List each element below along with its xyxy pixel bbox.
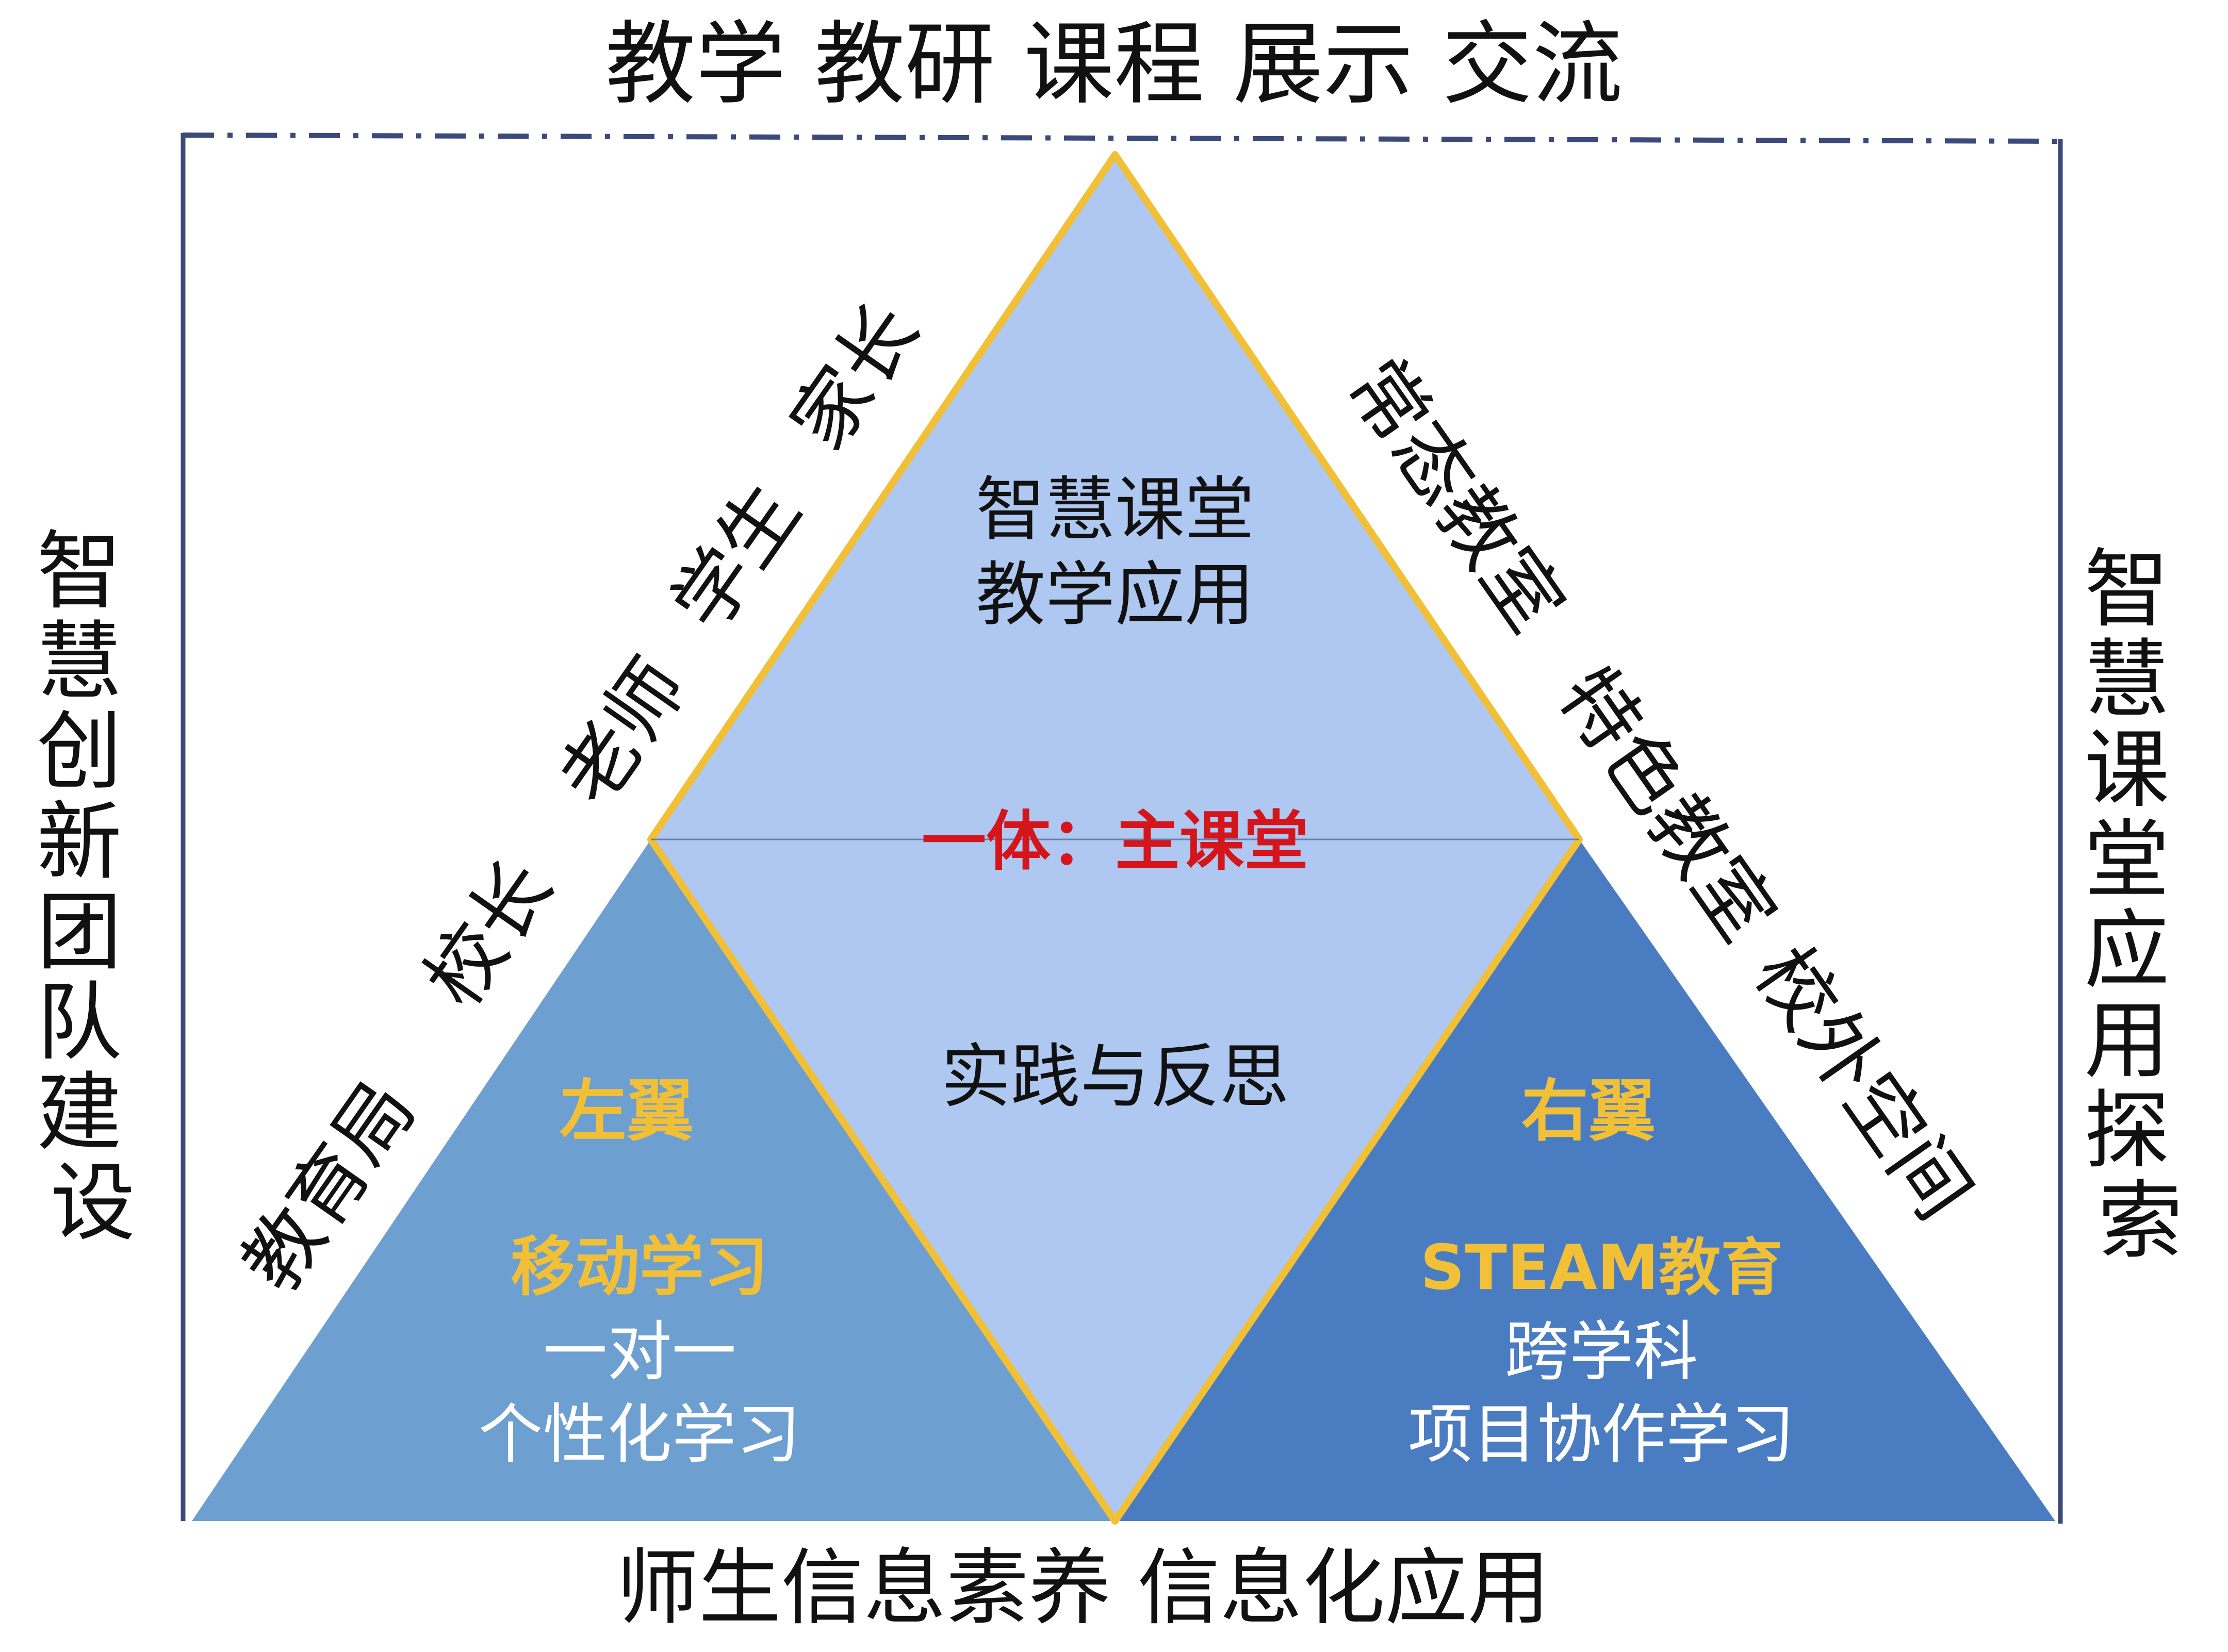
right-title-char: 课 — [2084, 720, 2169, 819]
frame — [181, 133, 2063, 1524]
right-title-char: 慧 — [2084, 630, 2169, 729]
left-edge-label-parent: 家长 — [774, 288, 937, 466]
right-title-char: 索 — [2098, 1171, 2183, 1270]
right-wing-triangle — [1115, 839, 2055, 1521]
left-title-char: 设 — [51, 1153, 136, 1252]
left-title-char: 队 — [37, 973, 122, 1072]
right-wing-line1: 跨学科 — [1505, 1315, 1698, 1390]
left-wing-line2: 个性化学习 — [479, 1397, 801, 1472]
left-wing-subtitle: 移动学习 — [511, 1230, 768, 1304]
top-caption: 教学 教研 课程 展示 交流 — [605, 12, 1623, 117]
left-title-char: 团 — [37, 883, 122, 982]
right-title-char: 应 — [2084, 901, 2169, 1000]
left-title-char: 建 — [37, 1063, 122, 1162]
left-edge-label-student: 学生 — [656, 468, 818, 647]
center-top-line1: 智慧课堂 — [976, 469, 1254, 550]
right-title-char: 智 — [2084, 540, 2169, 639]
right-side-title: 智 慧 课 堂 应 用 探 索 — [2084, 540, 2196, 1270]
frame-top-dashdot — [183, 133, 2061, 144]
center-diamond — [647, 151, 1583, 1525]
right-wing-subtitle: STEAM教育 — [1420, 1232, 1783, 1304]
left-side-title: 智 慧 创 新 团 队 建 设 — [37, 522, 149, 1252]
center-top-line2: 教学应用 — [976, 554, 1254, 635]
right-title-char: 堂 — [2084, 811, 2169, 910]
left-title-char: 新 — [37, 792, 122, 891]
left-wing-title: 左翼 — [560, 1072, 694, 1150]
right-title-char: 探 — [2084, 1081, 2169, 1180]
bottom-caption: 师生信息素养 信息化应用 — [616, 1540, 1550, 1636]
left-title-char: 慧 — [37, 612, 122, 711]
center-middle-label: 实践与反思 — [941, 1036, 1289, 1117]
right-wing-title: 右翼 — [1521, 1072, 1656, 1150]
center-core-label: 一体：主课堂 — [922, 804, 1308, 879]
right-title-char: 用 — [2084, 991, 2169, 1090]
left-title-char: 智 — [37, 522, 122, 621]
right-wing-line2: 项目协作学习 — [1408, 1397, 1795, 1472]
left-wing-line1: 一对一 — [543, 1315, 736, 1390]
left-title-char: 创 — [37, 702, 122, 801]
left-wing-triangle — [192, 839, 1115, 1521]
